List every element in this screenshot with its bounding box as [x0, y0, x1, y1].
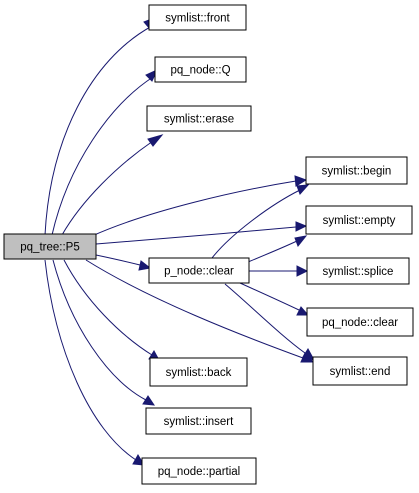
edge-root-partial	[44, 259, 137, 461]
edge-root-erase	[61, 140, 154, 236]
node-pq-node-q[interactable]: pq_node::Q	[154, 56, 247, 83]
node-symlist-insert[interactable]: symlist::insert	[145, 407, 252, 435]
node-symlist-front[interactable]: symlist::front	[148, 4, 247, 31]
arrowhead-pclear-begin	[296, 184, 310, 195]
edge-pclear-end	[224, 283, 306, 354]
edge-root-end	[85, 259, 304, 359]
edge-root-front	[44, 25, 153, 236]
node-box-symlist-end	[312, 356, 408, 386]
node-label-symlist-begin: symlist::begin	[322, 166, 392, 178]
node-box-pq-node-partial	[141, 457, 257, 485]
arrowhead-pclear-pqclear	[296, 306, 310, 316]
node-label-pq-node-q: pq_node::Q	[170, 65, 230, 77]
arrowhead-root-empty	[295, 221, 308, 232]
arrowhead-root-pclear	[138, 260, 152, 271]
node-box-p-node-clear	[148, 257, 250, 284]
node-box-symlist-back	[149, 357, 248, 387]
node-label-symlist-back: symlist::back	[166, 367, 232, 379]
node-symlist-splice[interactable]: symlist::splice	[306, 257, 410, 285]
edge-root-insert	[52, 259, 147, 401]
edge-root-back	[63, 259, 153, 356]
node-box-symlist-insert	[145, 407, 252, 435]
node-box-symlist-erase	[146, 105, 252, 132]
node-symlist-back[interactable]: symlist::back	[149, 357, 248, 387]
node-box-pq-tree-p5	[3, 233, 97, 260]
arrowhead-root-insert	[142, 395, 155, 406]
node-symlist-empty[interactable]: symlist::empty	[305, 205, 413, 235]
node-box-pq-node-q	[154, 56, 247, 83]
edge-root-q	[51, 76, 154, 236]
edge-root-empty	[95, 226, 297, 245]
arrowhead-pclear-end	[302, 348, 316, 361]
arrowhead-root-erase	[147, 134, 164, 147]
node-label-symlist-insert: symlist::insert	[164, 416, 234, 428]
edge-root-pclear	[95, 254, 141, 266]
arrowhead-root-begin	[294, 175, 308, 187]
node-label-pq-tree-p5: pq_tree::P5	[20, 242, 79, 254]
node-box-symlist-begin	[305, 156, 408, 185]
arrowhead-pclear-splice	[296, 265, 309, 277]
arrowhead-pclear-empty	[294, 235, 308, 247]
node-label-pq-node-partial: pq_node::partial	[158, 466, 240, 478]
node-pq-node-partial[interactable]: pq_node::partial	[141, 457, 257, 485]
node-pq-node-clear[interactable]: pq_node::clear	[306, 307, 414, 337]
node-symlist-end[interactable]: symlist::end	[312, 356, 408, 386]
node-pq-tree-p5[interactable]: pq_tree::P5	[3, 233, 97, 260]
node-box-symlist-splice	[306, 257, 410, 285]
node-box-symlist-empty	[305, 205, 413, 235]
edge-root-begin	[91, 180, 297, 237]
node-label-symlist-empty: symlist::empty	[323, 215, 396, 227]
node-symlist-erase[interactable]: symlist::erase	[146, 105, 252, 132]
node-label-pq-node-clear: pq_node::clear	[322, 317, 398, 329]
edge-pclear-empty	[247, 240, 298, 263]
node-label-symlist-end: symlist::end	[330, 366, 391, 378]
node-label-symlist-front: symlist::front	[165, 13, 230, 25]
edge-pclear-begin	[211, 189, 301, 259]
node-box-pq-node-clear	[306, 307, 414, 337]
node-symlist-begin[interactable]: symlist::begin	[305, 156, 408, 185]
node-label-symlist-erase: symlist::erase	[164, 114, 234, 126]
edge-pclear-pqclear	[239, 282, 300, 311]
node-box-symlist-front	[148, 4, 247, 31]
node-label-symlist-splice: symlist::splice	[323, 266, 394, 278]
arrowhead-root-partial	[132, 454, 145, 466]
nodes-layer: pq_tree::P5 symlist::front pq_node::Q sy…	[3, 4, 414, 485]
node-label-p-node-clear: p_node::clear	[164, 266, 234, 278]
node-p-node-clear[interactable]: p_node::clear	[148, 257, 250, 284]
